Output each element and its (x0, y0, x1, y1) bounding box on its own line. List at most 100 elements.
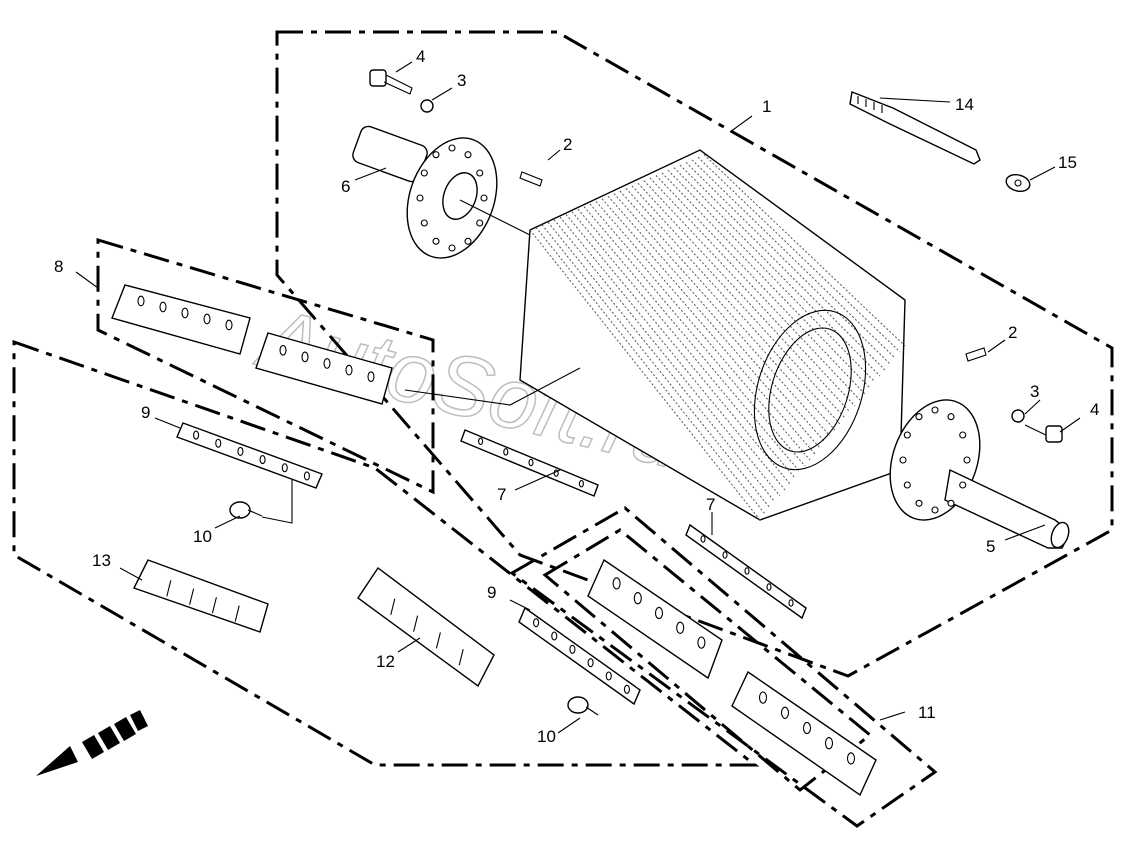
knife-slot (189, 588, 195, 605)
rotor-tooth (625, 188, 841, 425)
knife-hole (612, 577, 621, 590)
bar-hole (478, 437, 484, 446)
flange-hole (903, 431, 911, 439)
bar-hole (528, 458, 534, 467)
callout-1: 1 (762, 97, 771, 116)
knife-13 (133, 559, 269, 633)
rotor-tooth (541, 224, 771, 509)
bar-hole (766, 583, 772, 591)
bolt-4-top (369, 69, 413, 95)
bar-hole (578, 479, 584, 488)
rotor-tooth (559, 216, 786, 491)
flange-hole (448, 144, 456, 152)
callout-15: 15 (1058, 153, 1077, 172)
flange-hole (464, 151, 472, 159)
group-boundary-kit-8 (96, 237, 435, 495)
rotor-tooth (601, 198, 821, 449)
rotor-tooth (673, 167, 881, 377)
group-boundary-inner-11 (542, 528, 873, 792)
knife-11 (731, 670, 877, 797)
flange-hole (931, 406, 939, 414)
knife-slot (435, 632, 441, 649)
knife-hole (633, 592, 642, 605)
blade-hole (367, 371, 375, 383)
rotor-tooth (697, 156, 901, 353)
flange-hole (432, 151, 440, 159)
flange-hole (476, 169, 484, 177)
set-screw-2-top (519, 171, 543, 187)
blade-hole (159, 301, 167, 313)
knife-blade-8b (255, 332, 393, 405)
flange-hole (432, 237, 440, 245)
blade-hole (225, 319, 233, 331)
knife-hole (758, 691, 768, 704)
callout-6: 6 (341, 177, 350, 196)
flange-hole (903, 481, 911, 489)
callout-13: 13 (92, 551, 111, 570)
callout-11: 11 (918, 703, 936, 722)
bar-hole (744, 567, 750, 575)
bar-hole (533, 618, 540, 628)
knife-hole (697, 636, 706, 649)
set-screw-2-right (965, 347, 987, 362)
rotor-tooth (571, 211, 796, 479)
callout-7-right: 7 (706, 495, 715, 514)
flange-hole (959, 481, 967, 489)
callout-8: 8 (54, 257, 63, 276)
bar-hole (788, 599, 794, 607)
rotor-tooth (643, 180, 856, 407)
knife-slot (413, 615, 419, 632)
knife-slot (211, 597, 217, 614)
rotor-tooth (589, 203, 811, 461)
rotor-tooth (655, 175, 866, 395)
direction-arrow-icon (36, 710, 148, 776)
flange-hole (963, 456, 971, 464)
rotor-tooth (529, 229, 761, 521)
rotor-tooth (577, 208, 801, 473)
bar-hole (215, 438, 222, 448)
knife-inner-kit (587, 558, 723, 680)
callout-7-left: 7 (497, 485, 506, 504)
bolt-4-right (1024, 424, 1063, 443)
flange-hole (420, 219, 428, 227)
bar-hole (722, 551, 728, 559)
flange-hole (476, 219, 484, 227)
callout-12: 12 (376, 652, 395, 671)
rotor-tooth (661, 172, 871, 389)
rotor-tooth (619, 190, 836, 431)
knife-slot (390, 598, 396, 615)
washer-3-top (420, 99, 434, 113)
bar-hole (503, 448, 509, 456)
blade-hole (203, 313, 211, 325)
flange-hole (947, 499, 955, 507)
rotor-tooth (565, 214, 791, 485)
blade-hole (345, 364, 353, 376)
flange-hole (947, 413, 955, 421)
callout-10-left: 10 (193, 527, 212, 546)
shaft-flange-left (352, 125, 498, 259)
nut-15 (1005, 173, 1031, 193)
knife-hole (676, 621, 685, 634)
knife-hole (802, 721, 812, 735)
bar-9-right (518, 606, 641, 706)
bar-hole (193, 430, 200, 440)
rotor-tooth (547, 221, 776, 503)
group-boundary-left-knives (12, 339, 760, 767)
bar-hole (259, 455, 266, 465)
bar-hole (551, 631, 558, 641)
bar-hole (569, 644, 576, 654)
bar-hole (700, 535, 706, 543)
bar-7-right (685, 523, 807, 620)
group-boundary-kit-11 (509, 506, 938, 828)
bar-hole (237, 446, 244, 456)
callout-9-right: 9 (487, 583, 496, 602)
knife-blade-8a (111, 284, 251, 355)
rotor-tooth (607, 195, 826, 443)
knife-hole (824, 737, 834, 750)
callout-2-right: 2 (1008, 323, 1017, 342)
flange-hole (931, 506, 939, 514)
bar-hole (303, 471, 310, 481)
rotor-tooth (667, 169, 876, 383)
callout-3-right: 3 (1030, 382, 1039, 401)
